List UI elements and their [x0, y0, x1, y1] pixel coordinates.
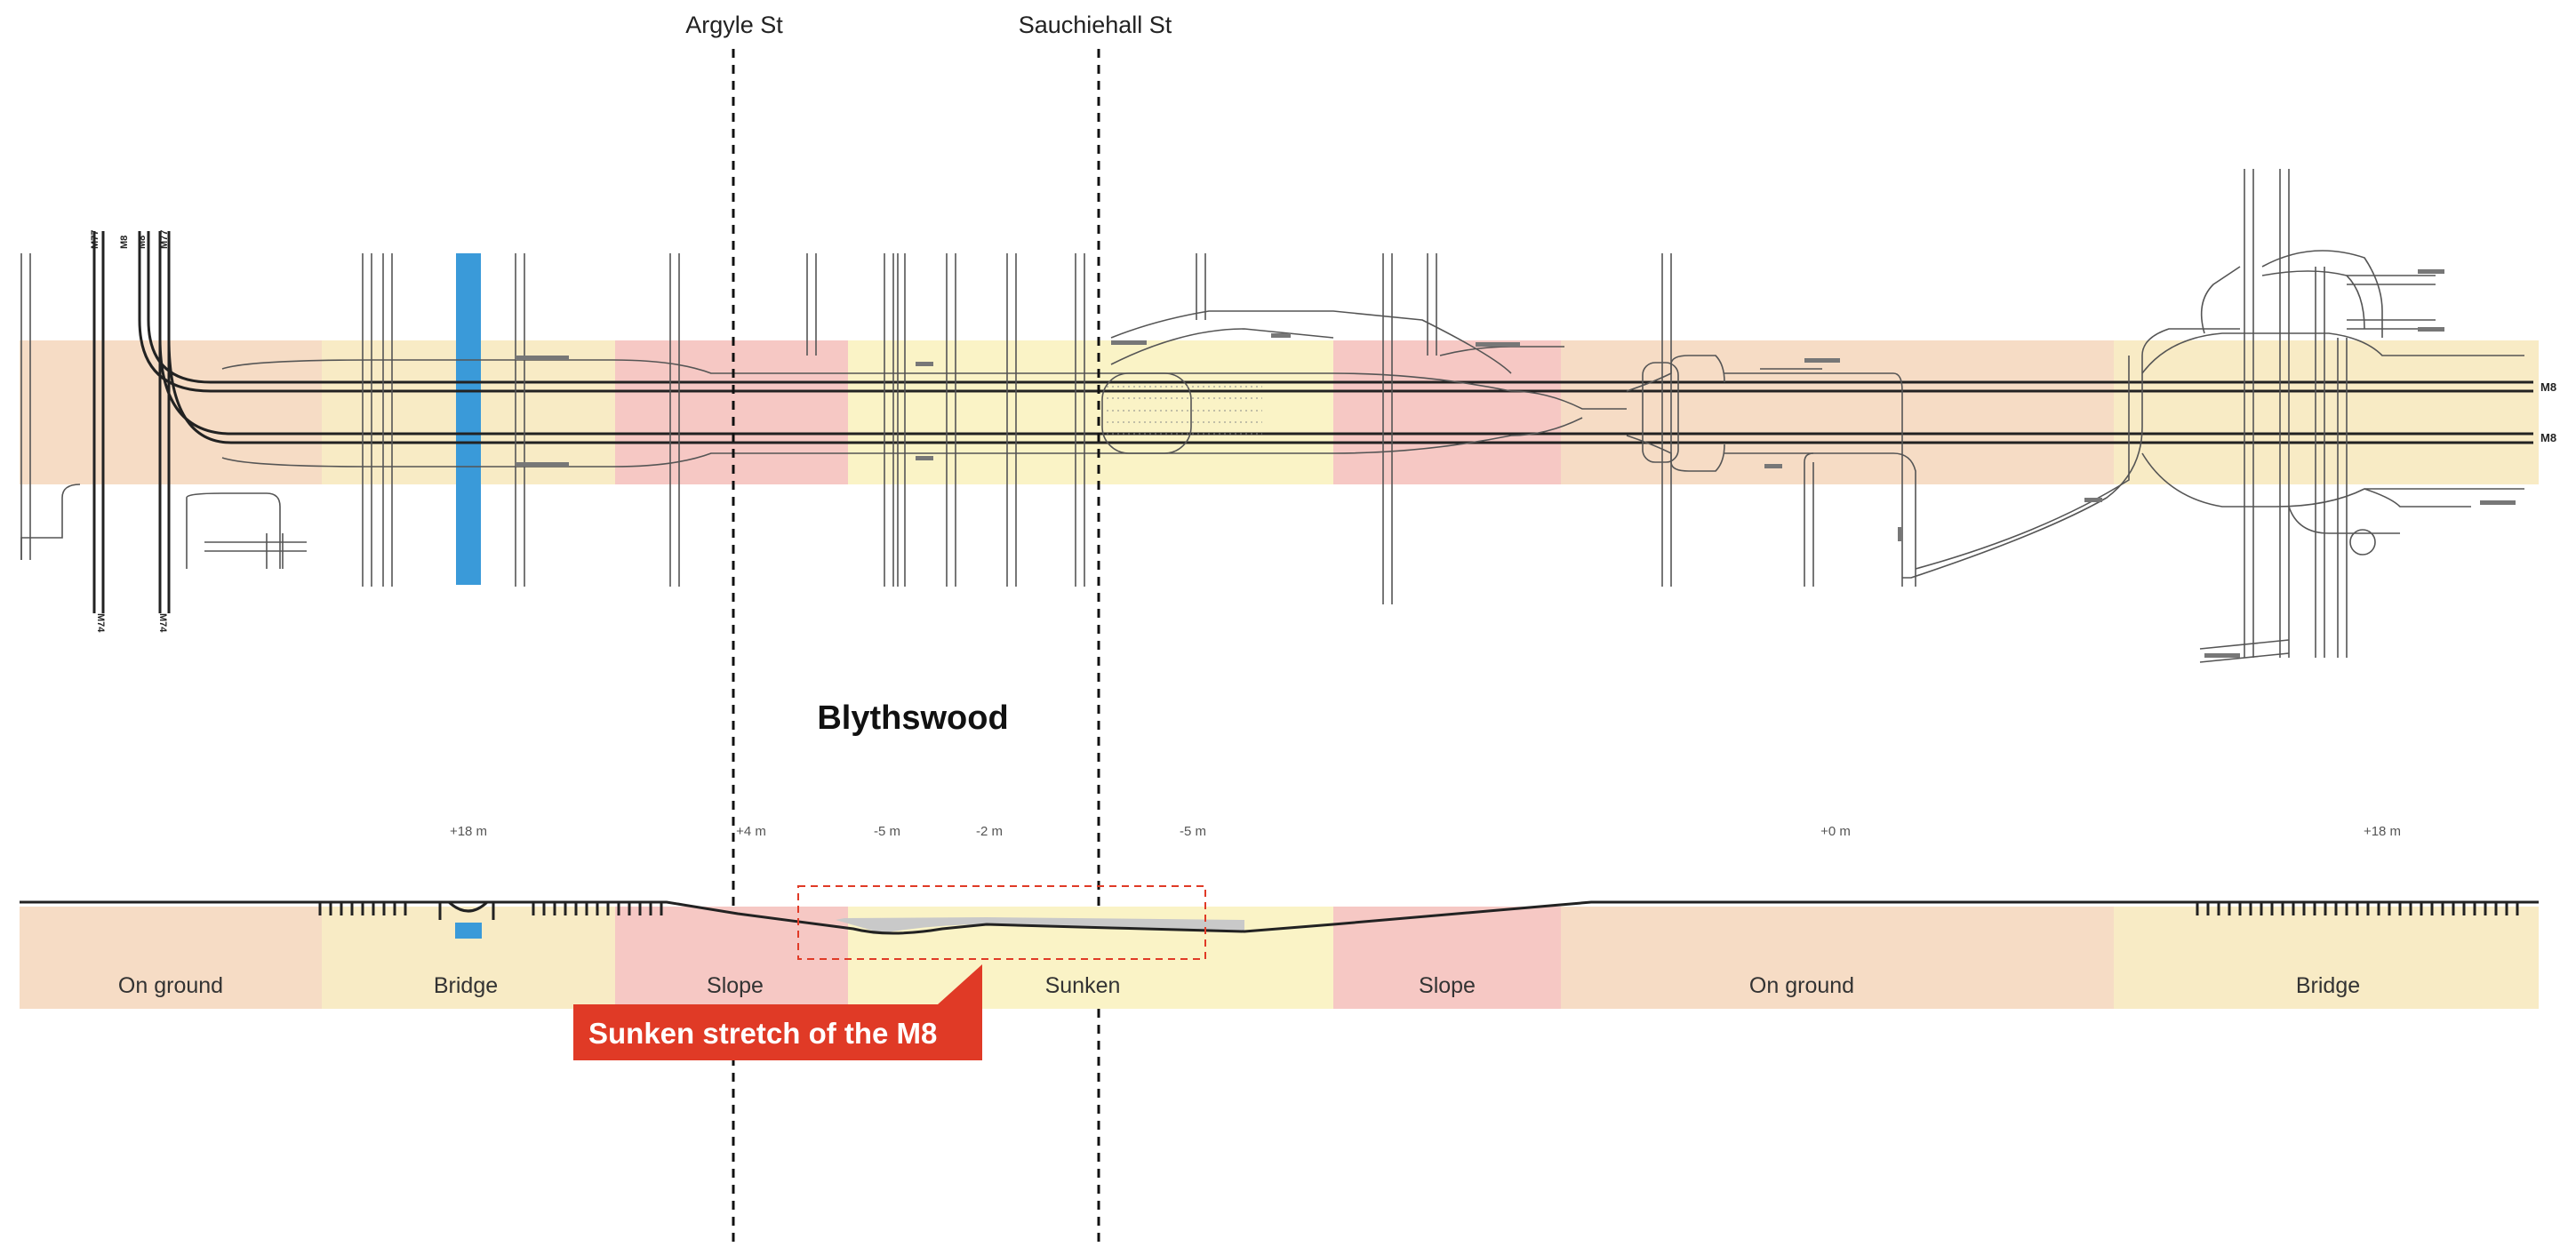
plan-zone-slope-west [615, 340, 848, 484]
motorway-label-left-top-3: M8 [137, 236, 148, 249]
height-label-1: +18 m [450, 824, 487, 839]
section-profile [20, 900, 2539, 939]
bridge-piers-west [318, 902, 663, 920]
height-label-2: +4 m [736, 824, 766, 839]
river-clyde-plan [456, 253, 481, 585]
section-zone-5 [1333, 907, 1561, 1009]
ground-profile-line [20, 900, 2539, 935]
height-label-7: +18 m [2364, 824, 2401, 839]
height-label-4: -2 m [976, 824, 1003, 839]
callout-box [573, 964, 982, 1060]
callout-label: Sunken stretch of the M8 [588, 1017, 937, 1050]
section-zones [20, 907, 2539, 1009]
district-label: Blythswood [817, 699, 1008, 737]
section-zone-1 [20, 907, 322, 1009]
street-name-tags [516, 269, 2516, 658]
street-markers [732, 49, 1100, 1247]
zone-label-5: Slope [1419, 973, 1476, 998]
elevation-heights: +18 m +4 m -5 m -2 m -5 m +0 m +18 m [450, 824, 2401, 839]
motorway-label-left-top-4: M77 [159, 230, 170, 249]
motorway-label-right-2: M8 [2540, 431, 2556, 444]
motorway-label-left-bottom-2: M74 [157, 613, 168, 633]
motorway-label-left-bottom-1: M74 [95, 613, 106, 633]
crossing-streets-plan [20, 169, 2348, 658]
motorway-label-right-1: M8 [2540, 380, 2556, 394]
motorway-label-left-top-2: M8 [119, 236, 130, 249]
callout: Sunken stretch of the M8 [573, 964, 982, 1060]
plan-zone-bridge-east [2114, 340, 2539, 484]
sunken-highlight-box [797, 885, 1206, 960]
height-label-6: +0 m [1820, 824, 1851, 839]
zone-label-7: Bridge [2296, 973, 2360, 998]
river-arch [447, 900, 489, 913]
zone-label-3: Slope [707, 973, 764, 998]
motorway-labels: M77 M8 M8 M77 M74 M74 M8 M8 [90, 230, 2556, 634]
sunken-hatching-plan [1107, 386, 1262, 435]
river-clyde-section [455, 923, 482, 939]
motorway-label-left-top-1: M77 [90, 230, 100, 249]
plan-zone-slope-east [1333, 340, 1561, 484]
ramps-plan [20, 250, 2524, 663]
section-zone-7 [2114, 907, 2539, 1009]
zone-label-6: On ground [1749, 973, 1854, 998]
bridge-piers-east [2196, 902, 2519, 915]
zone-label-1: On ground [118, 973, 223, 998]
height-label-5: -5 m [1180, 824, 1206, 839]
zone-label-2: Bridge [434, 973, 498, 998]
service-roads-plan [221, 310, 1916, 587]
plan-zone-on-ground-east [1561, 340, 2114, 484]
plan-zones [20, 340, 2539, 484]
marker-label-argyle-st: Argyle St [685, 12, 783, 38]
zone-label-4: Sunken [1045, 973, 1121, 998]
section-zone-6 [1561, 907, 2114, 1009]
section-zone-labels: On ground Bridge Slope Sunken Slope On g… [118, 973, 2360, 998]
height-label-3: -5 m [874, 824, 900, 839]
motorway-m8-plan [92, 231, 2533, 613]
marker-label-sauchiehall-st: Sauchiehall St [1019, 12, 1172, 38]
